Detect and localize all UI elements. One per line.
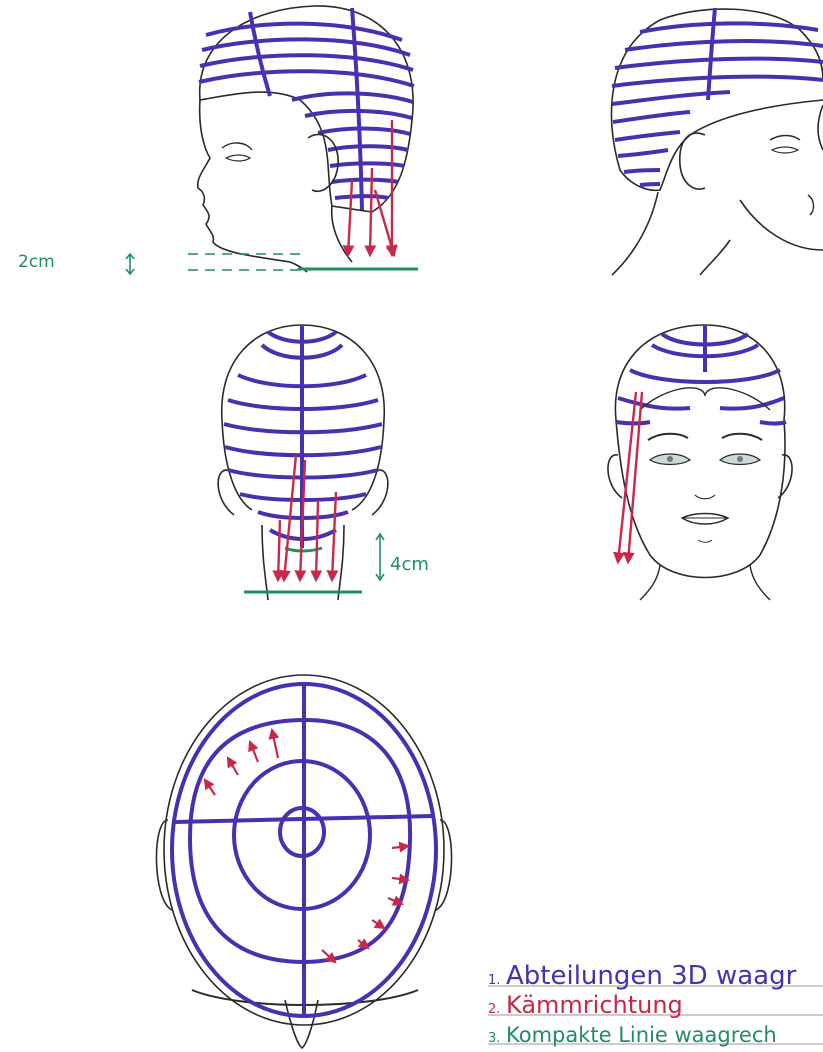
- measurement-4cm: 4cm: [390, 554, 429, 575]
- legend-text-2: Kämmrichtung: [506, 991, 683, 1019]
- measurement-2cm: 2cm: [18, 252, 55, 272]
- legend-item-1: 1. Abteilungen 3D waagr: [488, 961, 797, 991]
- back-head: 4cm: [218, 325, 429, 600]
- legend-item-3: 3. Kompakte Linie waagrech: [488, 1023, 777, 1047]
- legend-num-1: 1.: [488, 973, 500, 988]
- right-profile-head: [611, 8, 823, 275]
- legend-text-3: Kompakte Linie waagrech: [506, 1023, 777, 1047]
- legend-item-2: 2. Kämmrichtung: [488, 991, 683, 1019]
- left-profile-head: 2cm: [18, 6, 418, 274]
- legend-num-3: 3.: [488, 1031, 500, 1046]
- top-view-head: [156, 675, 451, 1048]
- legend-num-2: 2.: [488, 1002, 500, 1017]
- legend-text-1: Abteilungen 3D waagr: [506, 961, 797, 991]
- front-head: [608, 325, 792, 600]
- legend: 1. Abteilungen 3D waagr 2. Kämmrichtung …: [488, 961, 823, 1047]
